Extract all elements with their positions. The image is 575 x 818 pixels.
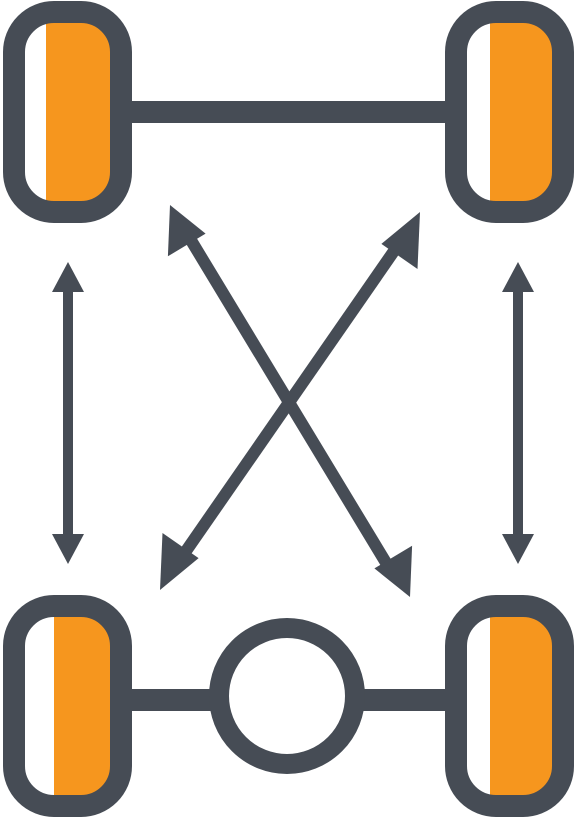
arrowhead-icon bbox=[167, 205, 206, 257]
arrowhead-icon bbox=[160, 533, 199, 590]
tire-front-left bbox=[3, 1, 132, 223]
arrow-diagonal-fr-rl bbox=[160, 212, 420, 590]
arrow-right-vertical bbox=[502, 262, 534, 564]
tire-front-right bbox=[445, 1, 574, 223]
arrowhead-icon bbox=[374, 545, 413, 597]
arrowhead-icon bbox=[381, 212, 420, 269]
arrowhead-down-icon bbox=[52, 534, 84, 564]
tire-rear-right bbox=[445, 595, 574, 817]
arrow-left-vertical bbox=[52, 262, 84, 564]
tire-rear-left bbox=[3, 595, 132, 817]
arrowhead-up-icon bbox=[52, 262, 84, 292]
arrowhead-up-icon bbox=[502, 262, 534, 292]
arrowhead-down-icon bbox=[502, 534, 534, 564]
rear-axle bbox=[121, 618, 456, 774]
differential-circle bbox=[209, 618, 365, 774]
